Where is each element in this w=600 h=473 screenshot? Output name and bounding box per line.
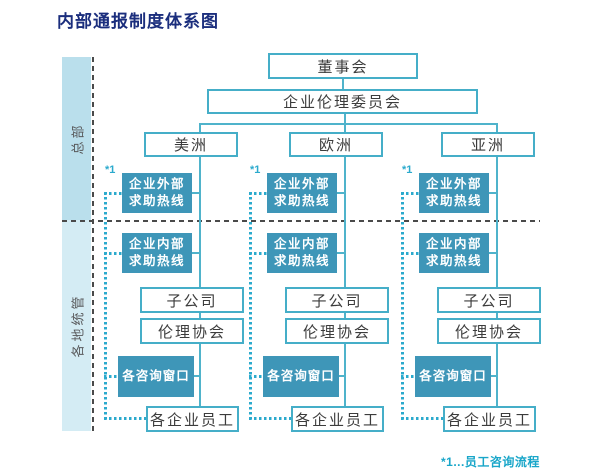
node-board-of-directors: 董事会	[268, 53, 418, 79]
connector-branch-line	[199, 123, 498, 125]
node-company-employees: 各企业员工	[443, 406, 536, 432]
connector-column-spine	[496, 157, 498, 406]
connector-internal-hotline-stub	[488, 252, 498, 254]
flow-dotted-stub-window	[249, 375, 263, 378]
internal-hotline-line2: 求助热线	[273, 254, 330, 268]
sidebar-section-regional: 各地统管	[62, 220, 91, 431]
flow-dotted-stub-internal	[401, 252, 419, 255]
node-internal-hotline: 企业内部 求助热线	[267, 233, 337, 273]
node-region: 亚洲	[441, 132, 535, 157]
footnote: *1...员工咨询流程	[441, 455, 540, 469]
node-subsidiary: 子公司	[437, 287, 541, 313]
external-hotline-line1: 企业外部	[425, 177, 482, 191]
connector-external-hotline-stub	[191, 192, 201, 194]
node-subsidiary: 子公司	[285, 287, 389, 313]
flow-dotted-line-vertical	[401, 192, 404, 420]
connector-column-spine	[199, 157, 201, 406]
sidebar-dashed-divider	[92, 57, 94, 431]
flow-dotted-stub-employees	[104, 417, 146, 420]
node-internal-hotline: 企业内部 求助热线	[122, 233, 192, 273]
connector-external-hotline-stub	[488, 192, 498, 194]
external-hotline-line2: 求助热线	[425, 194, 482, 208]
flow-dotted-stub-employees	[249, 417, 291, 420]
flow-dotted-line-vertical	[104, 192, 107, 420]
internal-hotline-line1: 企业内部	[273, 237, 330, 251]
node-consultation-window: 各咨询窗口	[263, 356, 339, 397]
node-internal-hotline: 企业内部 求助热线	[419, 233, 489, 273]
node-external-hotline: 企业外部 求助热线	[267, 173, 337, 213]
node-company-employees: 各企业员工	[291, 406, 384, 432]
connector-committee-drop	[344, 114, 346, 123]
connector-board-committee	[342, 79, 344, 89]
sidebar-label-headquarters: 总部	[70, 122, 86, 155]
flow-dotted-line-vertical	[249, 192, 252, 420]
connector-region-drop	[344, 123, 346, 132]
connector-window-stub	[490, 375, 498, 377]
internal-hotline-line1: 企业内部	[128, 237, 185, 251]
org-column-3: 亚洲 *1 企业外部 求助热线 企业内部 求助热线 子公司 伦理协会 各咨询窗口…	[401, 123, 551, 432]
flow-dotted-stub-window	[401, 375, 415, 378]
external-hotline-line1: 企业外部	[128, 177, 185, 191]
org-column-2: 欧洲 *1 企业外部 求助热线 企业内部 求助热线 子公司 伦理协会 各咨询窗口…	[249, 123, 399, 432]
flow-dotted-stub-window	[104, 375, 118, 378]
flow-dotted-stub-external	[249, 192, 267, 195]
node-external-hotline: 企业外部 求助热线	[419, 173, 489, 213]
internal-hotline-line1: 企业内部	[425, 237, 482, 251]
connector-column-spine	[344, 157, 346, 406]
footnote-ref-marker: *1	[105, 164, 116, 176]
node-ethics-association: 伦理协会	[140, 318, 244, 344]
org-column-1: 美洲 *1 企业外部 求助热线 企业内部 求助热线 子公司 伦理协会 各咨询窗口…	[104, 123, 254, 432]
sidebar-label-regional: 各地统管	[70, 293, 86, 358]
page-title: 内部通报制度体系图	[57, 12, 219, 31]
flow-dotted-stub-external	[401, 192, 419, 195]
node-external-hotline: 企业外部 求助热线	[122, 173, 192, 213]
external-hotline-line2: 求助热线	[128, 194, 185, 208]
connector-region-drop	[496, 123, 498, 132]
node-ethics-association: 伦理协会	[437, 318, 541, 344]
flow-dotted-stub-internal	[104, 252, 122, 255]
internal-hotline-line2: 求助热线	[128, 254, 185, 268]
node-region: 美洲	[144, 132, 238, 157]
flow-dotted-stub-employees	[401, 417, 443, 420]
footnote-ref-marker: *1	[250, 164, 261, 176]
footnote-ref-marker: *1	[402, 164, 413, 176]
connector-window-stub	[193, 375, 201, 377]
connector-window-stub	[338, 375, 346, 377]
node-ethics-association: 伦理协会	[285, 318, 389, 344]
flow-dotted-stub-external	[104, 192, 122, 195]
node-subsidiary: 子公司	[140, 287, 244, 313]
internal-hotline-line2: 求助热线	[425, 254, 482, 268]
section-dashed-divider	[62, 220, 540, 222]
node-consultation-window: 各咨询窗口	[118, 356, 194, 397]
node-ethics-committee: 企业伦理委员会	[207, 89, 478, 114]
sidebar-section-headquarters: 总部	[62, 57, 91, 220]
connector-internal-hotline-stub	[191, 252, 201, 254]
node-consultation-window: 各咨询窗口	[415, 356, 491, 397]
connector-region-drop	[199, 123, 201, 132]
node-region: 欧洲	[289, 132, 383, 157]
flow-dotted-stub-internal	[249, 252, 267, 255]
external-hotline-line1: 企业外部	[273, 177, 330, 191]
node-company-employees: 各企业员工	[146, 406, 239, 432]
connector-internal-hotline-stub	[336, 252, 346, 254]
external-hotline-line2: 求助热线	[273, 194, 330, 208]
connector-external-hotline-stub	[336, 192, 346, 194]
